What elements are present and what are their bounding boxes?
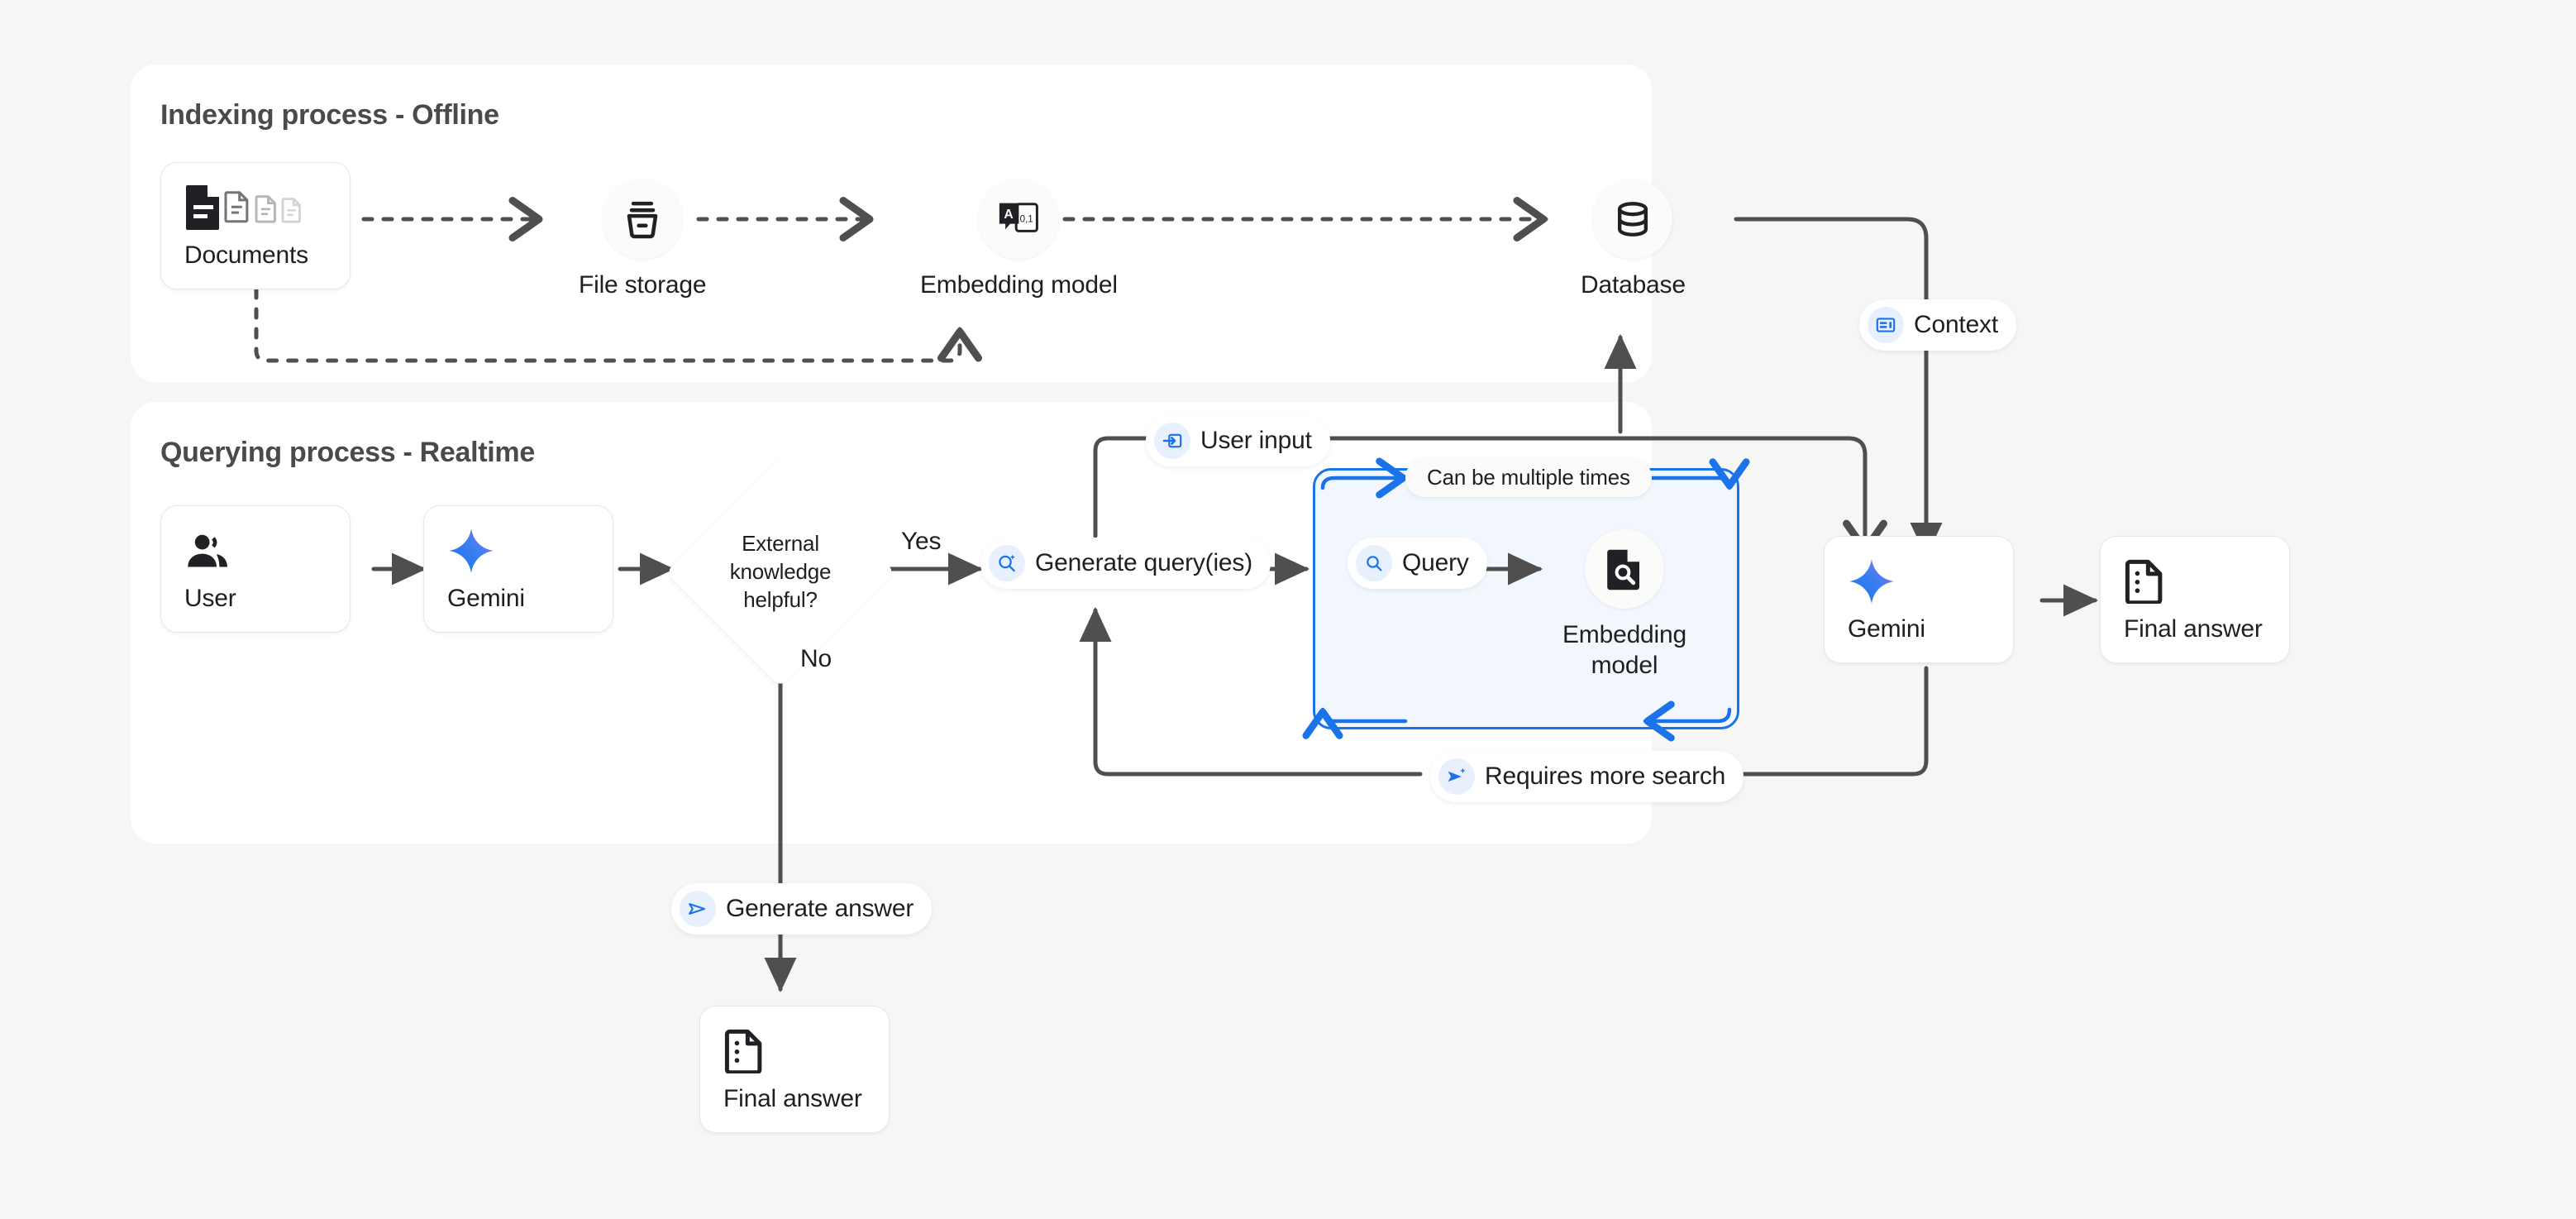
user-card[interactable]: User [160, 505, 351, 633]
final-answer-icon [723, 1025, 889, 1077]
embedding-model-loop-label: Embedding model [1562, 621, 1686, 679]
final-answer-bottom-card[interactable]: Final answer [699, 1006, 890, 1133]
database-icon [1593, 179, 1673, 259]
file-storage-node[interactable]: File storage [579, 179, 707, 301]
final-answer-icon [2124, 556, 2289, 607]
generate-queries-pill-label: Generate query(ies) [1035, 549, 1252, 576]
documents-label: Documents [184, 241, 308, 269]
decision-diamond[interactable]: External knowledge helpful? [665, 457, 895, 687]
database-label: Database [1581, 271, 1686, 299]
document-search-icon [1585, 529, 1664, 609]
context-pill-label: Context [1914, 311, 1998, 338]
article-icon [1868, 307, 1904, 343]
final-answer-right-label: Final answer [2124, 615, 2263, 643]
gemini-sparkle-icon [1848, 556, 2013, 607]
requires-more-search-pill-label: Requires more search [1485, 762, 1726, 790]
query-pill-label: Query [1402, 549, 1469, 576]
svg-text:A: A [1004, 208, 1014, 222]
send-outline-icon [680, 891, 716, 927]
send-sparkle-icon [1438, 758, 1475, 795]
database-node[interactable]: Database [1581, 179, 1686, 301]
gemini-sparkle-icon [447, 525, 613, 576]
input-arrow-icon [1154, 423, 1190, 459]
querying-panel-title: Querying process - Realtime [160, 437, 535, 468]
file-storage-icon [603, 179, 683, 259]
decision-label: External knowledge helpful? [729, 531, 832, 612]
can-be-multiple-times-label: Can be multiple times [1405, 458, 1652, 497]
final-answer-bottom-label: Final answer [723, 1085, 862, 1112]
embedding-model-node[interactable]: 0,1 A Embedding model [920, 179, 1118, 301]
final-answer-right-card[interactable]: Final answer [2100, 536, 2290, 663]
user-label: User [184, 585, 236, 612]
requires-more-search-pill[interactable]: Requires more search [1430, 751, 1744, 802]
gemini-left-card[interactable]: Gemini [423, 505, 613, 633]
edge-label-no: No [800, 645, 832, 672]
svg-text:0,1: 0,1 [1020, 215, 1033, 225]
documents-card[interactable]: Documents [160, 162, 351, 289]
edge-label-yes: Yes [901, 528, 942, 555]
search-sparkle-icon [989, 545, 1025, 581]
user-input-pill-label: User input [1200, 427, 1312, 454]
gemini-left-label: Gemini [447, 585, 525, 612]
embedding-model-loop-node[interactable]: Embedding model [1562, 529, 1686, 681]
user-input-pill[interactable]: User input [1146, 415, 1330, 466]
generate-answer-pill-label: Generate answer [726, 895, 914, 922]
context-pill[interactable]: Context [1859, 299, 2016, 351]
gemini-right-label: Gemini [1848, 615, 1925, 643]
gemini-right-card[interactable]: Gemini [1824, 536, 2014, 663]
query-pill[interactable]: Query [1348, 538, 1487, 589]
generate-answer-pill[interactable]: Generate answer [671, 883, 933, 935]
user-icon [184, 525, 350, 576]
generate-queries-pill[interactable]: Generate query(ies) [980, 538, 1271, 589]
indexing-panel-title: Indexing process - Offline [160, 99, 499, 131]
documents-icon [184, 182, 350, 233]
embedding-model-icon: 0,1 A [979, 179, 1059, 259]
file-storage-label: File storage [579, 271, 707, 299]
search-icon [1356, 545, 1392, 581]
embedding-model-label: Embedding model [920, 271, 1118, 299]
